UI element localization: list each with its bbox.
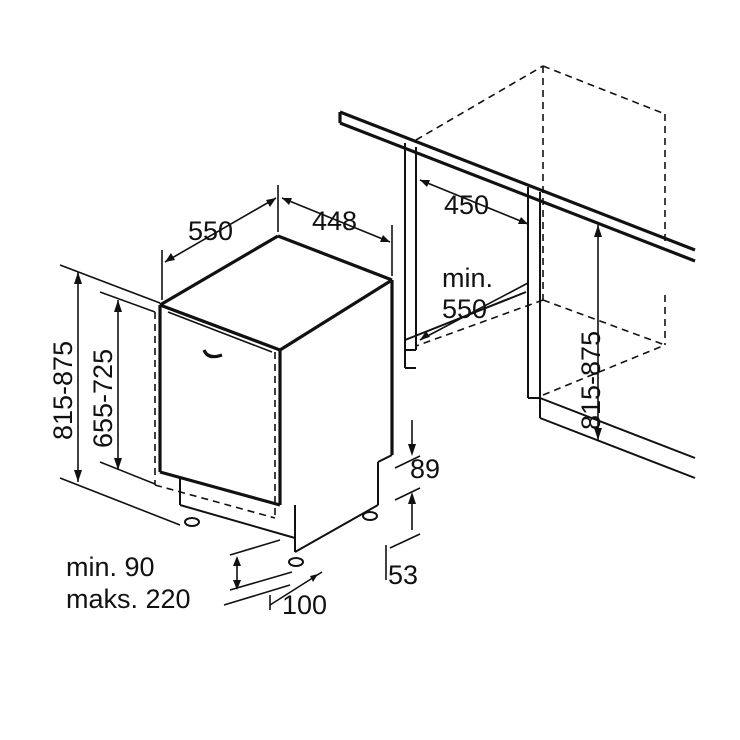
niche-height-label: 815-875 [576,331,606,430]
foot-front-left [184,517,200,527]
niche-cabinet [338,65,696,479]
dishwasher-body [154,234,394,567]
plinth-top-label: 89 [410,454,440,484]
height-label: 815-875 [48,341,78,440]
plinth-depth-label: 100 [282,590,327,620]
foot-back-right [362,511,378,521]
foot-front-right [288,557,304,567]
width-label: 448 [312,206,357,236]
door-handle [202,349,223,359]
dimension-lines [59,179,602,610]
niche-depth-value-label: 550 [442,294,487,324]
depth-label: 550 [188,216,233,246]
plinth-bottom-label: 53 [388,560,418,590]
plinth-height-min-label: min. 90 [66,552,155,582]
plinth-height-max-label: maks. 220 [66,584,191,614]
niche-depth-min-label: min. [442,263,493,293]
niche-width-label: 450 [444,190,489,220]
door-height-label: 655-725 [88,349,118,448]
